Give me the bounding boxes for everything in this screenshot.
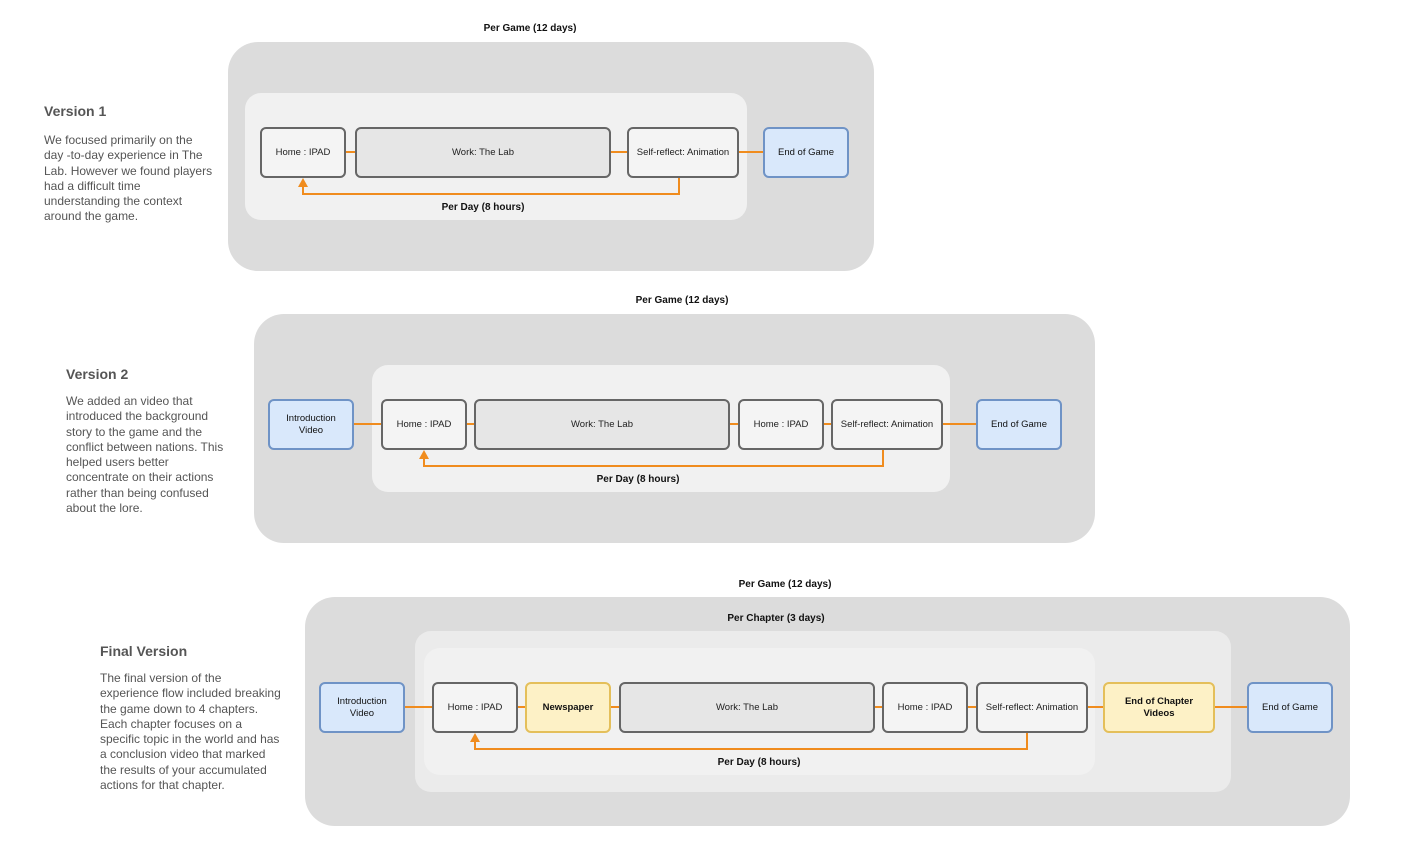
- version2-per-game-label: Per Game (12 days): [635, 295, 729, 306]
- connector: [610, 706, 620, 708]
- connector: [353, 423, 382, 425]
- version1-end-of-game-node: End of Game: [763, 127, 849, 178]
- final-per-day-label: Per Day (8 hours): [717, 757, 801, 768]
- final-introduction-video-node: Introduction Video: [319, 682, 405, 733]
- connector: [516, 706, 527, 708]
- version1-per-day-label: Per Day (8 hours): [441, 202, 525, 213]
- final-reflect-node: Self-reflect: Animation: [976, 682, 1088, 733]
- version2-reflect-node: Self-reflect: Animation: [831, 399, 943, 450]
- connector: [345, 151, 357, 153]
- version2-per-day-label: Per Day (8 hours): [596, 474, 680, 485]
- version2-work-node: Work: The Lab: [474, 399, 730, 450]
- version1-home-node: Home : IPAD: [260, 127, 346, 178]
- final-home-node: Home : IPAD: [432, 682, 518, 733]
- version1-title: Version 1: [44, 103, 107, 119]
- version1-description: We focused primarily on the day -to-day …: [44, 133, 213, 224]
- version1-per-game-label: Per Game (12 days): [483, 23, 577, 34]
- version2-title: Version 2: [66, 366, 129, 382]
- version2-description: We added an video that introduced the ba…: [66, 394, 224, 516]
- version2-introduction-video-node: Introduction Video: [268, 399, 354, 450]
- final-end-of-game-node: End of Game: [1247, 682, 1333, 733]
- connector: [1214, 706, 1249, 708]
- final-newspaper-node: Newspaper: [525, 682, 611, 733]
- connector: [823, 423, 832, 425]
- final-title: Final Version: [100, 643, 188, 659]
- connector: [610, 151, 629, 153]
- connector: [729, 423, 739, 425]
- final-description: The final version of the experience flow…: [100, 671, 281, 793]
- connector: [404, 706, 433, 708]
- final-work-node: Work: The Lab: [619, 682, 875, 733]
- version1-work-node: Work: The Lab: [355, 127, 611, 178]
- final-per-game-label: Per Game (12 days): [738, 579, 832, 590]
- version2-end-of-game-node: End of Game: [976, 399, 1062, 450]
- connector: [465, 423, 476, 425]
- version2-home2-node: Home : IPAD: [738, 399, 824, 450]
- version2-home-node: Home : IPAD: [381, 399, 467, 450]
- connector: [967, 706, 977, 708]
- connector: [873, 706, 884, 708]
- connector: [1086, 706, 1105, 708]
- connector: [941, 423, 977, 425]
- final-home2-node: Home : IPAD: [882, 682, 968, 733]
- connector: [738, 151, 765, 153]
- final-end-of-chapter-node: End of Chapter Videos: [1103, 682, 1215, 733]
- final-per-chapter-label: Per Chapter (3 days): [727, 613, 825, 624]
- version1-reflect-node: Self-reflect: Animation: [627, 127, 739, 178]
